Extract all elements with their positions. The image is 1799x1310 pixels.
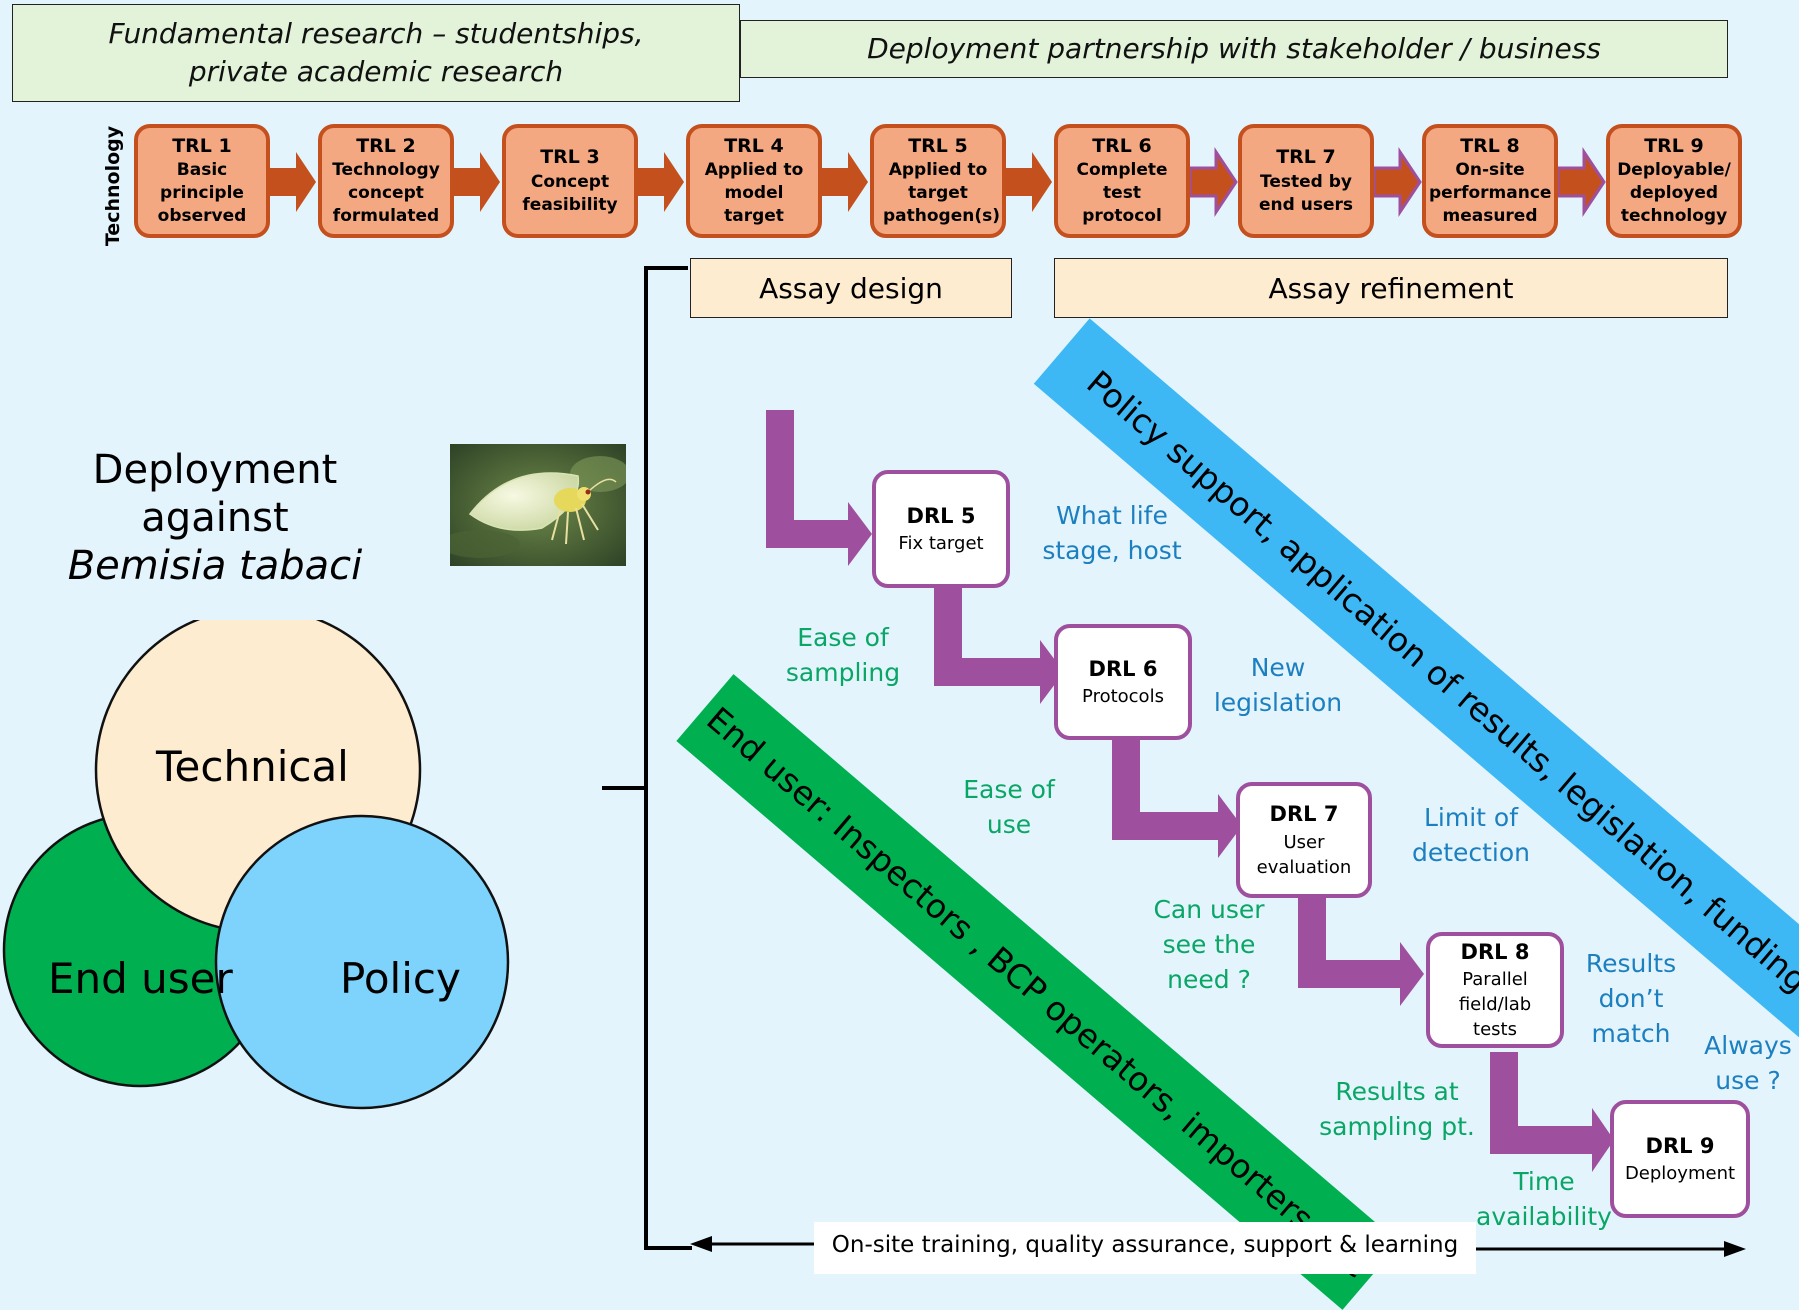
assay-refinement-box: Assay refinement bbox=[1054, 258, 1728, 318]
footer-label: On-site training, quality assurance, sup… bbox=[831, 1232, 1459, 1258]
trl-title: TRL 1 bbox=[172, 134, 232, 157]
blue-note-always-use: Always use ? bbox=[1704, 1031, 1792, 1095]
drl-title: DRL 6 bbox=[1088, 656, 1158, 681]
trl-desc: Applied to target pathogen(s) bbox=[883, 160, 1001, 227]
trl-box-9: TRL 9 Deployable/ deployed technology bbox=[1606, 124, 1742, 238]
drl-title: DRL 8 bbox=[1460, 939, 1530, 964]
deployment-partnership-box: Deployment partnership with stakeholder … bbox=[740, 20, 1728, 78]
trl-title: TRL 6 bbox=[1092, 134, 1152, 157]
footer-arrow-right bbox=[1476, 1241, 1746, 1257]
venn-circle-policy bbox=[214, 814, 510, 1110]
drl-title: DRL 7 bbox=[1269, 802, 1339, 827]
footer-box: On-site training, quality assurance, sup… bbox=[814, 1222, 1476, 1274]
trl-title: TRL 3 bbox=[540, 146, 600, 169]
assay-refinement-label: Assay refinement bbox=[1268, 271, 1514, 305]
blue-note-legislation: New legislation bbox=[1213, 653, 1343, 717]
drl-box-8: DRL 8 Parallel field/lab tests bbox=[1426, 932, 1564, 1048]
deployment-title-species: Bemisia tabaci bbox=[67, 543, 363, 589]
drl-title: DRL 9 bbox=[1645, 1133, 1715, 1158]
drl-title: DRL 5 bbox=[906, 503, 976, 528]
blue-note-results-match: Results don’t match bbox=[1585, 949, 1677, 1048]
green-note-user-need: Can user see the need ? bbox=[1153, 895, 1265, 994]
assay-design-label: Assay design bbox=[759, 271, 943, 305]
assay-design-box: Assay design bbox=[690, 258, 1012, 318]
drl-staircase bbox=[766, 410, 1614, 1172]
footer-arrow-left bbox=[690, 1236, 814, 1252]
whitefly-photo bbox=[450, 444, 626, 566]
venn-label-technical: Technical bbox=[156, 742, 349, 791]
deployment-partnership-label: Deployment partnership with stakeholder … bbox=[867, 32, 1601, 66]
trl-arrow-orange bbox=[270, 152, 1052, 212]
trl-desc: Tested by end users bbox=[1259, 171, 1353, 215]
green-note-time-availability: Time availability bbox=[1476, 1167, 1612, 1231]
left-bracket bbox=[602, 266, 692, 1250]
drl-box-7: DRL 7 User evaluation bbox=[1236, 782, 1372, 898]
trl-box-2: TRL 2 Technology concept formulated bbox=[318, 124, 454, 238]
trl-desc: Deployable/ deployed technology bbox=[1617, 160, 1731, 227]
trl-desc: Concept feasibility bbox=[522, 171, 618, 215]
trl-arrow-purple bbox=[1188, 147, 1606, 217]
green-note-ease-sampling: Ease of sampling bbox=[785, 623, 901, 687]
trl-desc: Complete test protocol bbox=[1076, 160, 1168, 227]
trl-box-1: TRL 1 Basic principle observed bbox=[134, 124, 270, 238]
green-note-results-sampling: Results at sampling pt. bbox=[1319, 1077, 1475, 1141]
trl-title: TRL 8 bbox=[1460, 134, 1520, 157]
flow-graphics bbox=[602, 266, 1746, 1257]
trl-title: TRL 9 bbox=[1644, 134, 1704, 157]
venn-label-policy: Policy bbox=[340, 954, 461, 1003]
trl-box-6: TRL 6 Complete test protocol bbox=[1054, 124, 1190, 238]
trl-box-4: TRL 4 Applied to model target bbox=[686, 124, 822, 238]
blue-note-detection: Limit of detection bbox=[1411, 803, 1531, 867]
fundamental-research-box: Fundamental research – studentships, pri… bbox=[12, 4, 740, 102]
drl-box-6: DRL 6 Protocols bbox=[1054, 624, 1192, 740]
deployment-title-line1: Deployment against bbox=[92, 447, 338, 541]
venn-diagram bbox=[2, 620, 510, 1110]
trl-desc: Basic principle observed bbox=[157, 160, 247, 227]
trl-box-7: TRL 7 Tested by end users bbox=[1238, 124, 1374, 238]
drl-box-5: DRL 5 Fix target bbox=[872, 470, 1010, 588]
drl-desc: Deployment bbox=[1624, 1163, 1736, 1185]
whitefly-icon bbox=[450, 444, 626, 566]
trl-desc: Technology concept formulated bbox=[332, 160, 440, 227]
trl-title: TRL 7 bbox=[1276, 146, 1336, 169]
blue-note-life-stage: What life stage, host bbox=[1042, 501, 1182, 565]
trl-desc: Applied to model target bbox=[704, 160, 804, 227]
drl-box-9: DRL 9 Deployment bbox=[1610, 1100, 1750, 1218]
trl-box-3: TRL 3 Concept feasibility bbox=[502, 124, 638, 238]
trl-title: TRL 2 bbox=[356, 134, 416, 157]
drl-desc: Fix target bbox=[898, 533, 984, 555]
trl-desc: On-site performance measured bbox=[1429, 160, 1552, 227]
drl-desc: Parallel field/lab tests bbox=[1458, 968, 1532, 1041]
fundamental-research-label: Fundamental research – studentships, pri… bbox=[108, 17, 644, 88]
trl-box-5: TRL 5 Applied to target pathogen(s) bbox=[870, 124, 1006, 238]
venn-label-end-user: End user bbox=[48, 954, 233, 1003]
trl-title: TRL 4 bbox=[724, 134, 784, 157]
trl-arrows bbox=[270, 147, 1606, 217]
trl-box-8: TRL 8 On-site performance measured bbox=[1422, 124, 1558, 238]
drl-desc: Protocols bbox=[1082, 686, 1164, 708]
drl-desc: User evaluation bbox=[1256, 831, 1352, 878]
deployment-title: Deployment against Bemisia tabaci bbox=[20, 446, 410, 590]
trl-title: TRL 5 bbox=[908, 134, 968, 157]
green-note-ease-use: Ease of use bbox=[963, 775, 1055, 839]
